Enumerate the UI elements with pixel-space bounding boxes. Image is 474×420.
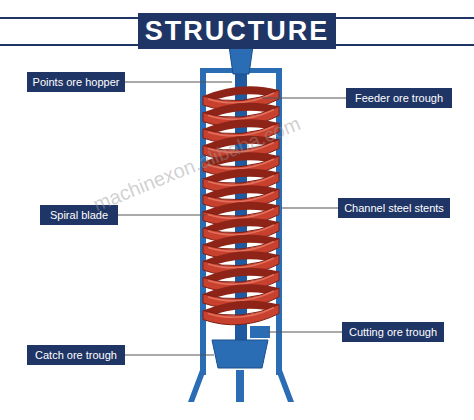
spiral-highlight — [208, 275, 274, 285]
spiral-blade-turn — [203, 305, 279, 325]
leader-line — [125, 355, 214, 356]
spiral-highlight — [208, 192, 274, 202]
title-banner: STRUCTURE — [138, 13, 336, 49]
leader-line — [262, 98, 346, 99]
spiral-highlight — [208, 308, 274, 318]
leader-lines — [118, 82, 346, 355]
title-text: STRUCTURE — [145, 16, 330, 47]
leader-line — [125, 82, 232, 83]
spiral-highlight — [208, 176, 274, 186]
catch-trough — [212, 340, 268, 368]
spiral-highlight — [208, 225, 274, 235]
part-label-box: Feeder ore trough — [346, 88, 452, 108]
spiral-highlight — [208, 291, 274, 301]
part-label: Cutting ore trough — [349, 326, 437, 338]
spiral-highlight — [208, 209, 274, 219]
spiral-highlight — [208, 242, 274, 252]
part-label: Catch ore trough — [35, 349, 117, 361]
part-label-box: Catch ore trough — [27, 345, 125, 365]
leader-line — [268, 332, 342, 333]
part-label: Feeder ore trough — [355, 92, 443, 104]
spiral-highlight — [208, 258, 274, 268]
leader-line — [118, 215, 206, 216]
spiral-highlight — [208, 110, 274, 120]
part-label-box: Cutting ore trough — [342, 322, 444, 342]
frame-leg — [236, 370, 244, 402]
part-label-box: Points ore hopper — [27, 72, 125, 92]
part-label: Channel steel stents — [344, 202, 444, 214]
cutting-trough — [250, 326, 270, 338]
part-label: Points ore hopper — [33, 76, 120, 88]
part-label-box: Channel steel stents — [338, 198, 450, 218]
leader-line — [282, 208, 338, 209]
ore-hopper — [229, 46, 253, 74]
